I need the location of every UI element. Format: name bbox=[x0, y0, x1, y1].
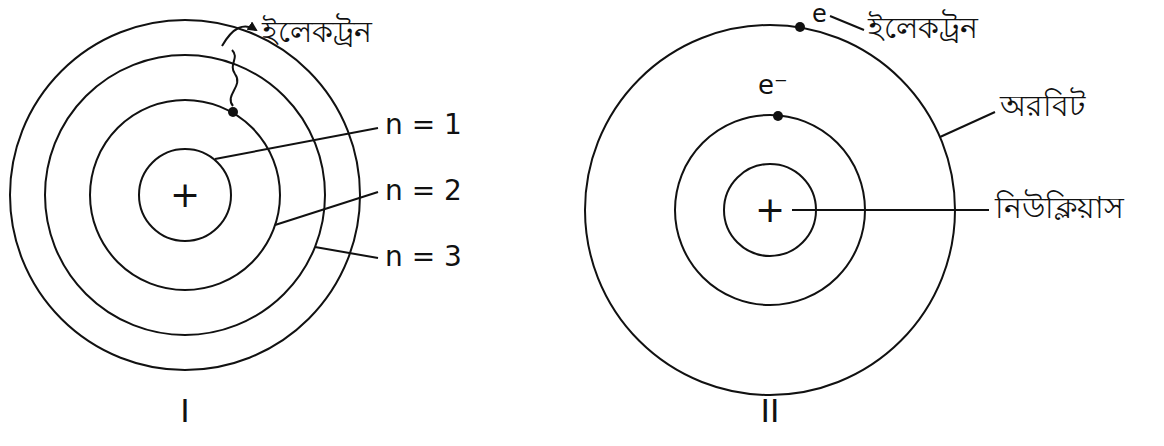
nucleus-label: নিউক্লিয়াস bbox=[995, 190, 1124, 226]
electron-dot bbox=[228, 107, 238, 117]
leader-line bbox=[940, 112, 995, 137]
shell-number: n = 3 bbox=[385, 240, 462, 274]
leader-line bbox=[830, 16, 864, 30]
electron-dot bbox=[773, 111, 783, 121]
nucleus-charge: + bbox=[755, 192, 785, 228]
electron-dot bbox=[795, 22, 805, 32]
electron-label: ইলেকট্রন bbox=[868, 10, 978, 46]
orbit bbox=[90, 100, 280, 290]
nucleus-charge: + bbox=[170, 177, 200, 213]
leader-line bbox=[315, 247, 378, 258]
shell-number: n = 1 bbox=[385, 108, 462, 142]
electron-symbol: e⁻ bbox=[758, 70, 788, 101]
nucleus: + bbox=[723, 163, 817, 257]
orbit-label: অরবিট bbox=[1000, 88, 1085, 124]
jump-squiggle bbox=[231, 50, 238, 106]
electron-symbol: e bbox=[812, 0, 827, 29]
electron-label: ইলেকট্রন bbox=[262, 14, 372, 50]
figure-number: II bbox=[761, 392, 780, 430]
leader-line bbox=[275, 192, 378, 225]
orbit bbox=[10, 20, 360, 370]
shell-number: n = 2 bbox=[385, 174, 462, 208]
nucleus: + bbox=[138, 148, 232, 242]
jump-arrow bbox=[222, 26, 256, 46]
figure-number: I bbox=[180, 392, 189, 430]
leader-line bbox=[792, 209, 989, 211]
leader-line bbox=[215, 128, 378, 159]
orbit bbox=[45, 55, 325, 335]
